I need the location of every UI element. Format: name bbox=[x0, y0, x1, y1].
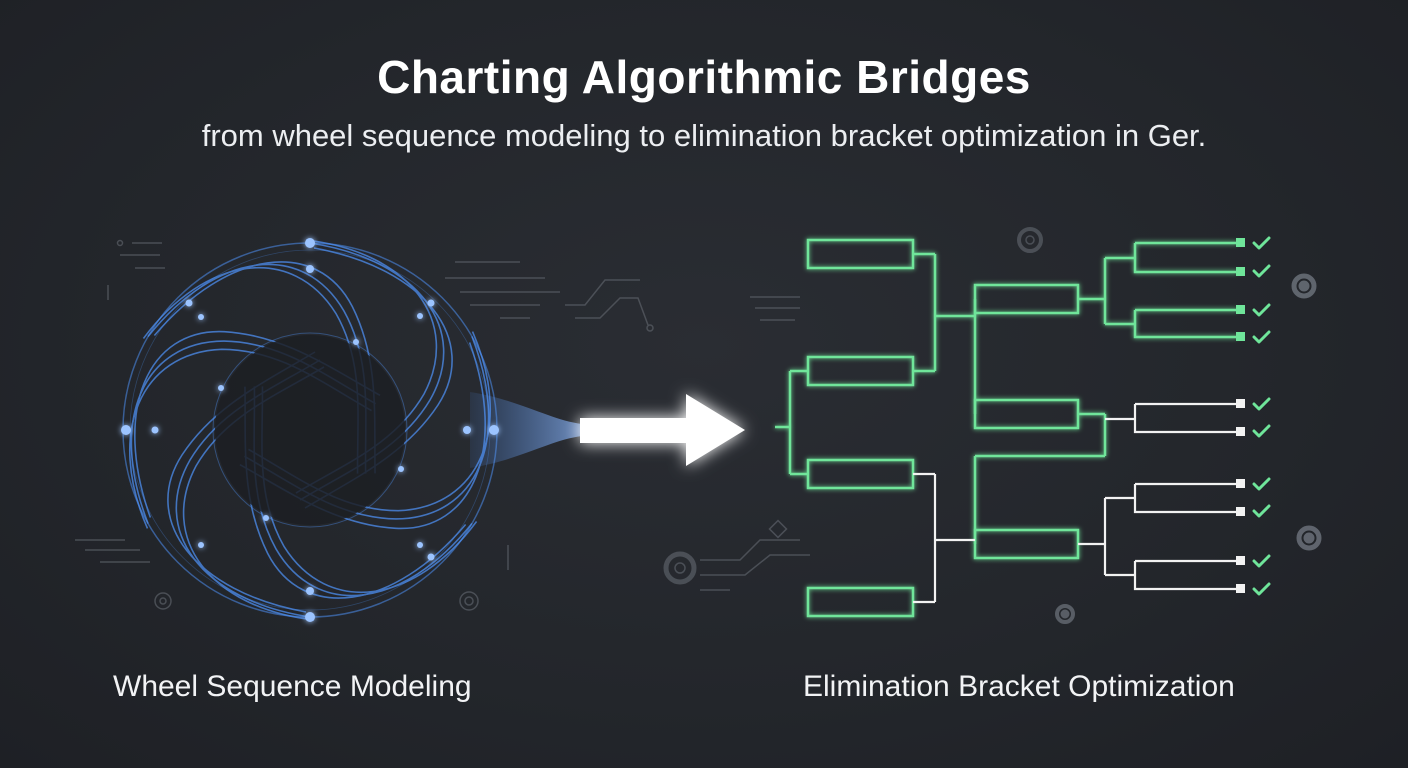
check-icon bbox=[1252, 236, 1271, 596]
wheel-sequence-label: Wheel Sequence Modeling bbox=[113, 670, 472, 703]
wheel-output-funnel bbox=[470, 392, 582, 468]
bracket-slot bbox=[806, 355, 915, 387]
gear-icon bbox=[1291, 273, 1317, 299]
circuit-decoration-middle bbox=[663, 227, 1043, 591]
right-arrow-icon bbox=[580, 394, 745, 466]
elimination-bracket-label: Elimination Bracket Optimization bbox=[803, 670, 1235, 703]
elimination-bracket bbox=[775, 238, 1238, 618]
bracket-slot bbox=[973, 283, 1080, 315]
bracket-slot bbox=[973, 528, 1080, 560]
page-subtitle: from wheel sequence modeling to eliminat… bbox=[201, 118, 1207, 153]
bracket-end-markers bbox=[1236, 238, 1245, 593]
circuit-decoration-left bbox=[75, 239, 654, 611]
gear-icon bbox=[1055, 604, 1075, 624]
wheel-nodes bbox=[121, 238, 499, 622]
bracket-slot bbox=[806, 458, 915, 490]
bracket-slot bbox=[973, 398, 1080, 430]
bracket-slot bbox=[806, 586, 915, 618]
wheel-sequence-graphic bbox=[121, 238, 582, 622]
page-title: Charting Algorithmic Bridges bbox=[377, 51, 1031, 103]
gear-icon bbox=[1296, 525, 1322, 551]
bracket-slot bbox=[806, 238, 915, 270]
